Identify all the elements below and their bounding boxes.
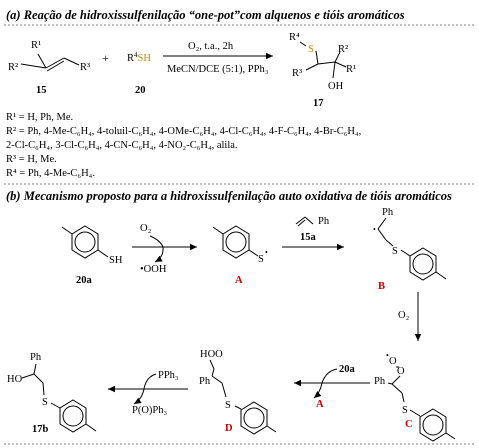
product-17b-structure [21, 363, 97, 433]
compound-20-label: 20 [135, 85, 146, 96]
substituent-line-5: R⁴ = Ph, 4-Me-C₆H₄. [6, 168, 95, 179]
thiol-20-formula: R4SH [127, 51, 151, 64]
substituent-line-4: R³ = H, Me. [6, 154, 57, 165]
product-oh: OH [328, 81, 344, 92]
product-17-structure [299, 41, 347, 79]
product-17b-sulfur: S [42, 397, 48, 408]
step4-out-curve [313, 382, 323, 399]
product-r1: R¹ [346, 64, 356, 75]
intermediate-b-label: B [378, 281, 385, 292]
plus-sign: + [102, 51, 109, 65]
step4-in-curve [321, 368, 338, 384]
product-r2: R² [338, 44, 348, 55]
step1-o2-curve [149, 235, 164, 248]
part-b-title: (b) Mecanismo proposto para a hidroxissu… [6, 189, 452, 203]
intermediate-d-hoo: HOO [200, 349, 223, 360]
intermediate-c-o-mid: O [397, 366, 405, 377]
intermediate-b-structure [377, 217, 447, 281]
step5-pph3: PPh₃ [158, 370, 179, 381]
styrene-15a-structure [295, 216, 314, 227]
intermediate-b-sulfur: S [392, 246, 398, 257]
intermediate-b-ph: Ph [382, 207, 394, 218]
compound-17-label: 17 [313, 98, 324, 109]
part-a-title: (a) Reação de hidroxissulfenilação “one-… [6, 8, 405, 22]
substituent-line-3: 2-Cl-C₆H₄, 3-Cl-C₆H₄, 4-CN-C₆H₄, 4-NO₂-C… [6, 140, 238, 151]
thiol-20a-sh: SH [109, 255, 123, 266]
intermediate-d-sulfur: S [225, 400, 231, 411]
intermediate-a-sulfur: S [258, 254, 264, 265]
intermediate-d-ph: Ph [199, 376, 211, 387]
substituent-line-1: R¹ = H, Ph, Me. [6, 112, 73, 123]
intermediate-a-structure [212, 225, 259, 259]
compound-17b-label: 17b [32, 424, 49, 435]
condition-top: O₂, t.a., 2h [188, 41, 234, 52]
step4-reagent-20a: 20a [339, 364, 356, 375]
thiol-20a-structure [61, 225, 109, 259]
step5-in-curve [143, 373, 157, 390]
product-r3: R³ [292, 68, 302, 79]
intermediate-d-label: D [225, 423, 233, 434]
intermediate-a-label: A [235, 275, 243, 286]
condition-bottom: MeCN/DCE (5:1), PPh₃ [167, 64, 269, 75]
step1-o2: O₂ [140, 223, 152, 234]
intermediate-c-radical: • [386, 351, 389, 360]
product-17b-ho: HO [7, 374, 23, 385]
intermediate-b-radical: • [373, 225, 376, 234]
intermediate-c-label: C [405, 419, 413, 430]
compound-15-label: 15 [36, 85, 47, 96]
intermediate-a-radical: • [265, 248, 268, 257]
product-sulfur: S [308, 44, 314, 55]
intermediate-c-structure [387, 366, 456, 442]
alkene-r1: R¹ [31, 40, 41, 51]
step5-out-curve [133, 388, 145, 405]
step4-byproduct-a: A [316, 399, 324, 410]
reagent-15a-label: 15a [300, 232, 317, 243]
compound-20a-label: 20a [76, 275, 93, 286]
alkene-r2: R² [8, 62, 18, 73]
step5-popph3: P(O)Ph₃ [132, 405, 168, 416]
step3-o2: O₂ [398, 310, 410, 321]
intermediate-c-o-top: O [389, 356, 397, 367]
alkene-15-structure [20, 53, 80, 72]
alkene-r3: R³ [80, 62, 90, 73]
product-17b-ph: Ph [30, 352, 42, 363]
product-r4: R⁴ [289, 32, 300, 43]
step1-ooh: •OOH [140, 264, 167, 275]
substituent-line-2: R² = Ph, 4-Me-C₆H₄, 4-toluil-C₆H₄, 4-OMe… [6, 126, 361, 137]
styrene-15a-ph: Ph [318, 216, 330, 227]
intermediate-c-sulfur: S [402, 405, 408, 416]
step1-ooh-curve [154, 246, 164, 263]
intermediate-c-ph: Ph [374, 376, 386, 387]
intermediate-d-structure [209, 359, 277, 435]
